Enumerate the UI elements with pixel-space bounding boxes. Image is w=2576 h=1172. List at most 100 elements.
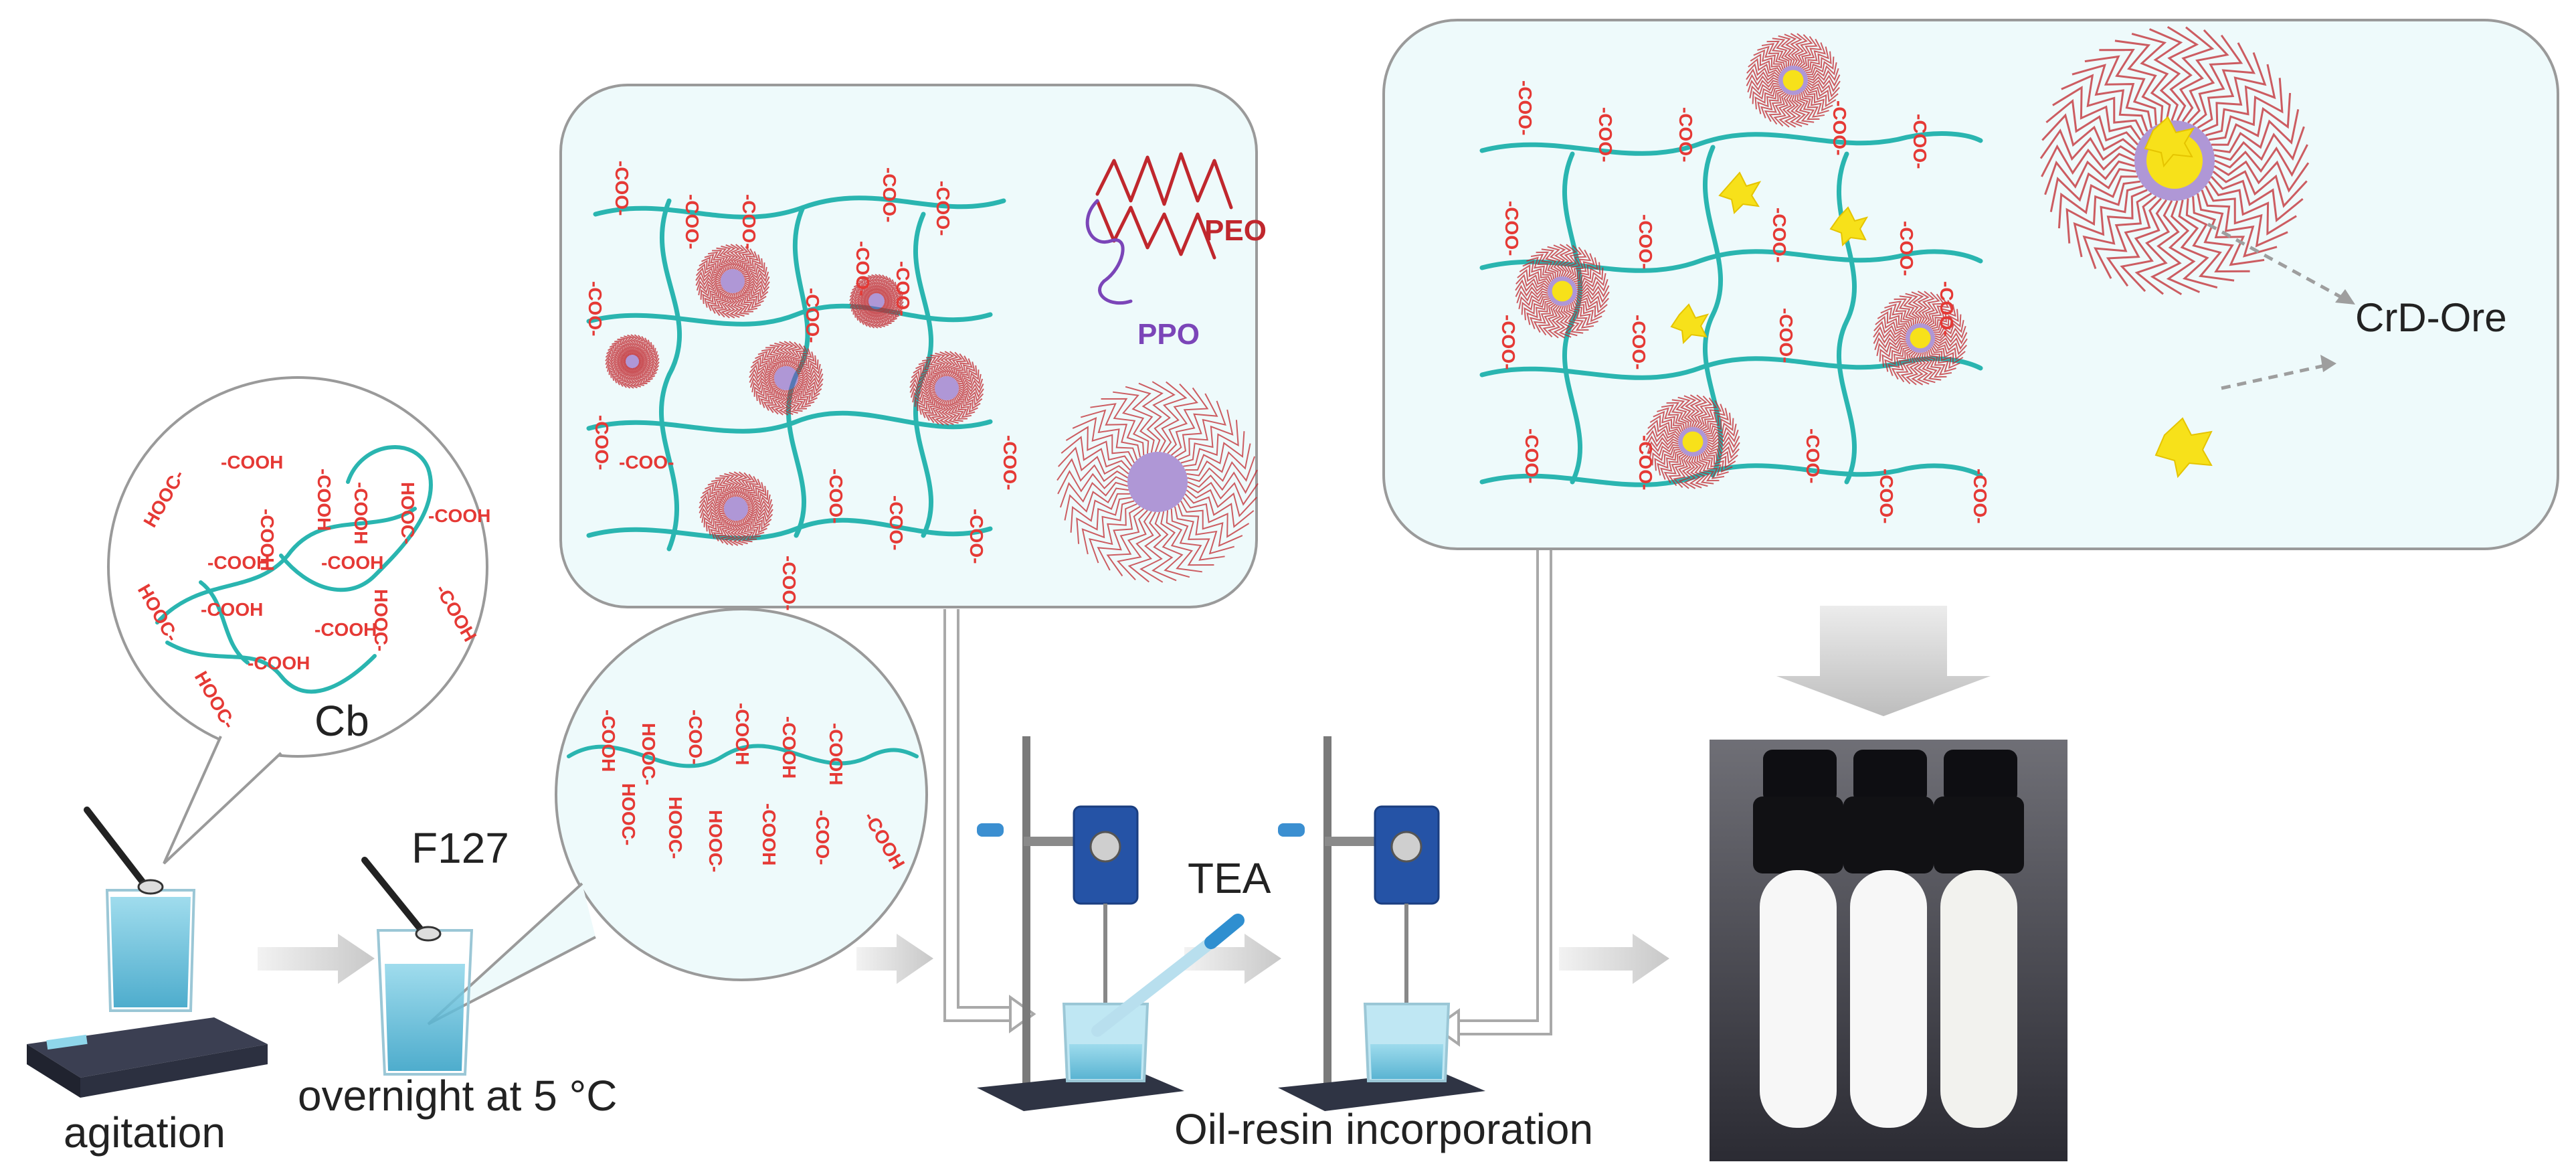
crd-ore-label: CrD-Ore — [2355, 295, 2507, 340]
group-label-right-4: -COO- — [1910, 114, 1930, 169]
connector-right — [1433, 550, 1552, 1047]
group-label-right-15: -COO- — [1803, 428, 1823, 483]
group-label-right-16: -COO- — [1876, 469, 1897, 523]
micelle — [1746, 33, 1841, 128]
arrow-step-4 — [1559, 934, 1669, 984]
group-label-right-2: -COO- — [1675, 107, 1696, 162]
micelle — [909, 351, 984, 426]
f127-bubble-chain — [567, 744, 919, 768]
left-panel-network — [586, 195, 1006, 552]
cb-chains — [155, 445, 433, 694]
vial-2 — [1843, 750, 1934, 1128]
group-label-right-13: -COO- — [1522, 428, 1542, 483]
group-label-f127-1: HOOC- — [638, 723, 659, 785]
group-label-f127-0: -COOH — [598, 709, 619, 772]
group-label-right-3: -COO- — [1829, 100, 1850, 155]
micelles-right — [1515, 25, 2310, 489]
arrow-step-1 — [258, 934, 375, 984]
group-label-cb-11: HOOC- — [371, 589, 391, 651]
micelle — [605, 334, 660, 389]
group-label-left-4: -COO- — [933, 181, 953, 236]
f127-label: F127 — [411, 824, 509, 872]
right-panel-network — [1479, 131, 1983, 487]
group-label-f127-2: -COO- — [685, 709, 706, 764]
group-label-right-6: -COO- — [1635, 214, 1656, 269]
micelles-left — [605, 244, 1259, 583]
micelle — [749, 341, 824, 416]
group-label-f127-8: HOOC- — [705, 810, 726, 872]
ppo-label: PPO — [1137, 318, 1200, 351]
group-label-right-0: -COO- — [1515, 80, 1536, 135]
group-label-right-17: -COO- — [1970, 469, 1991, 523]
micelle — [1873, 290, 1968, 386]
micelle — [1645, 394, 1740, 489]
micelle — [1515, 244, 1610, 339]
group-label-right-1: -COO- — [1595, 107, 1616, 162]
group-label-left-7: -COO- — [852, 241, 873, 296]
peo-label: PEO — [1204, 214, 1267, 247]
crd-ore-pointers — [2207, 222, 2350, 390]
agitation-label: agitation — [64, 1108, 225, 1157]
cb-bubble — [107, 376, 488, 758]
group-label-cb-14: -COOH — [248, 653, 310, 673]
group-label-cb-7: -COOH — [207, 552, 270, 573]
crd-ore-pointer-head-1 — [2335, 289, 2355, 305]
vial-3 — [1934, 750, 2024, 1128]
group-label-f127-6: HOOC- — [618, 783, 639, 845]
oil-droplets — [1670, 116, 2213, 479]
group-label-left-11: -COO- — [1000, 435, 1020, 490]
vial-1 — [1753, 750, 1843, 1128]
group-label-f127-10: -COO- — [812, 810, 833, 865]
group-label-left-9: -COO- — [591, 415, 612, 470]
group-label-left-13: -COO- — [886, 495, 907, 550]
group-label-right-8: -COO- — [1896, 221, 1917, 276]
group-label-left-12: -COO- — [619, 452, 674, 473]
group-label-f127-7: HOOC- — [665, 797, 686, 859]
micelle — [849, 274, 904, 329]
arrow-step-2 — [856, 934, 933, 984]
peo-ppo-coil — [1085, 152, 1233, 305]
overnight-label: overnight at 5 °C — [298, 1072, 618, 1120]
group-label-cb-2: -COOH — [314, 469, 335, 531]
f127-solution-bubble — [555, 608, 928, 981]
group-label-left-14: -COO- — [966, 509, 987, 564]
vials-photo — [1710, 740, 2067, 1161]
tea-label: TEA — [1188, 854, 1271, 902]
group-label-right-10: -COO- — [1629, 315, 1649, 369]
overhead-stirrer-2 — [1278, 736, 1485, 1111]
arrow-step-3 — [1184, 934, 1281, 984]
cb-bubble-tail — [163, 736, 282, 865]
cb-label: Cb — [314, 697, 369, 745]
agitation-beaker — [84, 807, 196, 1012]
group-label-cb-0: -COOH — [221, 452, 283, 473]
group-label-cb-5: -COOH — [428, 505, 490, 526]
arrow-down-to-photo — [1776, 606, 1991, 716]
group-label-right-7: -COO- — [1769, 207, 1790, 262]
connector-left — [943, 609, 1036, 1033]
oil-resin-label: Oil-resin incorporation — [1174, 1105, 1594, 1153]
group-label-left-6: -COO- — [802, 288, 823, 343]
crd-ore-pointer-head-2 — [2320, 355, 2336, 372]
group-label-f127-4: -COOH — [779, 716, 800, 778]
micelle — [695, 244, 770, 319]
group-label-left-0: -COO- — [612, 161, 632, 216]
group-label-cb-3: -COOH — [351, 482, 371, 544]
group-label-cb-15: -COOH — [314, 619, 377, 640]
group-label-f127-5: -COOH — [826, 723, 846, 785]
f127-beaker — [361, 857, 474, 1076]
group-label-left-2: -COO- — [739, 194, 759, 249]
magnetic-stirrer — [27, 1017, 268, 1098]
group-label-right-12: -COO- — [1936, 281, 1957, 336]
group-label-f127-9: -COOH — [759, 803, 779, 865]
group-label-right-9: -COO- — [1498, 315, 1519, 369]
group-label-right-11: -COO- — [1776, 308, 1797, 363]
group-label-cb-9: -COOH — [321, 552, 383, 573]
group-label-left-10: -COO- — [826, 469, 846, 523]
group-label-cb-4: HOOC- — [397, 482, 418, 544]
group-label-left-5: -COO- — [585, 281, 606, 336]
group-label-left-15: -COO- — [779, 556, 800, 610]
group-label-left-1: -COO- — [682, 194, 703, 249]
overhead-stirrer-1 — [977, 736, 1245, 1111]
group-label-right-5: -COO- — [1501, 201, 1522, 256]
